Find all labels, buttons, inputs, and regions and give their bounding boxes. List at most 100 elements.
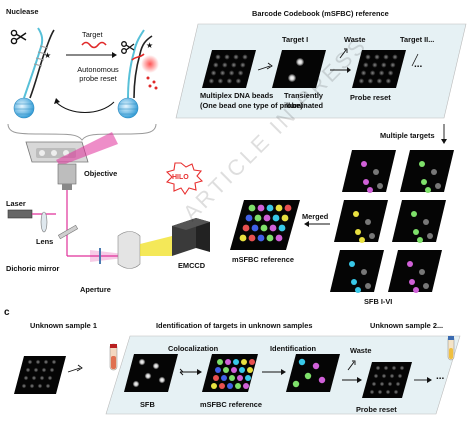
sfb-bead [413, 287, 419, 293]
merged-bead [233, 359, 239, 365]
merged-bead [239, 234, 247, 242]
bead [397, 373, 403, 379]
bead [358, 78, 364, 84]
merged-bead [275, 234, 283, 242]
label-identification: Identification [270, 344, 316, 353]
hilo-burst [165, 162, 204, 195]
merged-bead [219, 383, 225, 389]
label-unknown-2: Unknown sample 2... [370, 321, 444, 330]
sfb-bead [417, 237, 423, 243]
label-target-i: Target I [282, 35, 309, 44]
bright-bead [144, 372, 152, 380]
sfb-bead [353, 211, 359, 217]
label-nuclease: Nuclease [6, 7, 39, 16]
bead [372, 62, 378, 68]
label-multiplex-2: (One bead one type of probe) [200, 101, 303, 110]
sfb-bead [355, 287, 361, 293]
bead [37, 383, 43, 389]
merged-bead [243, 383, 249, 389]
merged-bead [248, 234, 256, 242]
label-target: Target [82, 30, 103, 39]
label-dichoric-mirror: Dichoric mirror [6, 264, 60, 273]
bead [363, 62, 369, 68]
sfb-bead [377, 183, 383, 189]
label-msfbc-reference-c: mSFBC reference [200, 400, 263, 409]
merged-bead-markers [239, 204, 292, 242]
label-probe-reset: Probe reset [350, 93, 391, 102]
label-identification-title: Identification of targets in unknown sam… [156, 321, 313, 330]
merged-bead [247, 367, 253, 373]
bead [385, 389, 391, 395]
bead [385, 78, 391, 84]
merged-bead [249, 359, 255, 365]
merged-bead [251, 224, 259, 232]
sfb-bead [427, 233, 433, 239]
merged-bead [278, 224, 286, 232]
sfb-bead [435, 183, 441, 189]
bead [27, 359, 33, 365]
merged-bead [242, 224, 250, 232]
bead [367, 78, 373, 84]
sfb-bead [359, 237, 365, 243]
merged-bead [263, 214, 271, 222]
brace [7, 123, 157, 141]
sfb-bead [431, 169, 437, 175]
bead [388, 70, 394, 76]
bead [47, 375, 53, 381]
bead [224, 54, 230, 60]
bead [371, 381, 377, 387]
identified-bead [318, 376, 326, 384]
objective-lens [57, 163, 77, 185]
label-multiple-targets: Multiple targets [380, 131, 435, 140]
bright-bead [152, 362, 160, 370]
merged-bead [223, 367, 229, 373]
merged-bead [260, 224, 268, 232]
bright-bead [138, 358, 146, 366]
bead [211, 70, 217, 76]
hilo-beam [56, 132, 118, 166]
merged-bead [248, 204, 256, 212]
bead [379, 381, 385, 387]
bright-bead [296, 58, 304, 66]
bead [375, 365, 381, 371]
bead [39, 375, 45, 381]
left-probe: ★ [13, 27, 55, 119]
merged-bead [237, 375, 243, 381]
bead [49, 367, 55, 373]
bright-bead [158, 376, 166, 384]
sfb-bead [355, 229, 361, 235]
merged-bead [245, 214, 253, 222]
merged-bead [229, 375, 235, 381]
bead [233, 54, 239, 60]
bead [29, 383, 35, 389]
merged-bead [272, 214, 280, 222]
label-sfb-range: SFB I-VI [364, 297, 393, 306]
bead [213, 62, 219, 68]
bead [381, 62, 387, 68]
svg-text:★: ★ [146, 41, 153, 50]
merged-bead [227, 383, 233, 389]
merged-bead [257, 234, 265, 242]
identified-bead [304, 372, 312, 380]
label-ellipsis-c: ... [436, 371, 445, 382]
bead [376, 78, 382, 84]
merged-bead [266, 234, 274, 242]
bead-grid-multiplex [208, 54, 248, 84]
merged-bead [221, 375, 227, 381]
bead [379, 70, 385, 76]
sample-tube-icon [447, 335, 455, 361]
arrow-back [55, 101, 115, 113]
bead [381, 373, 387, 379]
bead [231, 62, 237, 68]
label-lens: Lens [36, 237, 54, 246]
merged-bead [284, 204, 292, 212]
label-target-ii: Target II... [400, 35, 435, 44]
label-probe-reset-c: Probe reset [356, 405, 397, 414]
bead [41, 367, 47, 373]
label-aperture: Aperture [80, 285, 111, 294]
bead [238, 70, 244, 76]
bead [389, 373, 395, 379]
molecular-scheme: ★ ★ [7, 27, 159, 141]
right-probe: ★ [117, 29, 159, 119]
label-waste: Waste [344, 35, 366, 44]
